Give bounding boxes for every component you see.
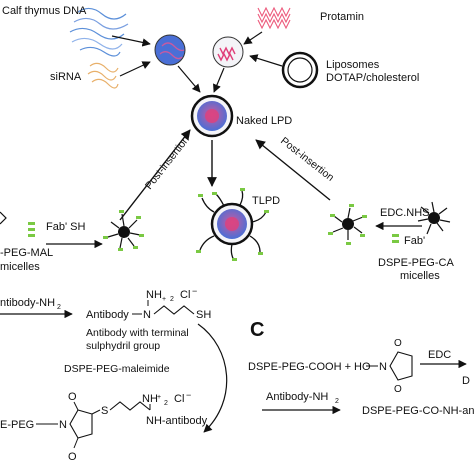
panel-c-reactant: DSPE-PEG-COOH + HO	[248, 361, 371, 373]
tlpd-particle	[196, 188, 269, 261]
tlpd-label: TLPD	[252, 195, 280, 207]
panel-c-final-product: DSPE-PEG-CO-NH-an	[362, 405, 474, 417]
cl-top: Cl	[180, 289, 190, 301]
nh2-bottom-plus: +	[157, 394, 161, 401]
alkyl-chain-top	[153, 305, 195, 315]
peg-mal-label: -PEG-MAL	[0, 247, 53, 259]
alkyl-chain-bottom	[109, 401, 151, 411]
left-micelle	[103, 210, 144, 251]
nhs-o-top: O	[394, 338, 402, 349]
arrow-protamin	[243, 31, 263, 45]
dna-label: Calf thymus DNA	[2, 5, 87, 17]
arrow-dna-to-particle	[111, 35, 151, 47]
panel-c-nh2-sub: 2	[335, 398, 339, 405]
antibody-nh2-top-label: ntibody-NH	[0, 297, 55, 309]
protamin-zigzag-icon	[257, 6, 291, 30]
nh2-top-sub2: 2	[170, 296, 174, 303]
terminal-line1: Antibody with terminal	[86, 327, 189, 339]
post-insertion-left-label: Post-insertion	[143, 134, 192, 192]
cl-top-minus: −	[192, 286, 197, 296]
nhs-o-bottom: O	[394, 384, 402, 395]
dspe-peg-maleimide-label: DSPE-PEG-maleimide	[64, 363, 170, 375]
left-micelle-fragment	[0, 211, 7, 225]
sirna-label: siRNA	[50, 71, 82, 83]
carbonyl-top-bond	[73, 401, 79, 411]
nh2-subscript: 2	[57, 304, 61, 311]
nh-antibody-label: NH-antibody	[146, 415, 208, 427]
nh2-cl-top: NH	[146, 289, 162, 301]
right-micelle-with-fab	[328, 204, 367, 245]
sh-label: SH	[196, 309, 211, 321]
fab-sh-label: Fab' SH	[46, 221, 85, 233]
liposome-icon	[281, 51, 319, 89]
n-label: N	[143, 309, 151, 321]
arrow-liposome	[249, 54, 283, 67]
n-ring-label: N	[59, 419, 67, 431]
bond-ring-s	[91, 409, 101, 415]
post-insertion-right-label: Post-insertion	[278, 135, 336, 184]
o-bottom-label: O	[68, 451, 77, 463]
fab-right-label: Fab'	[404, 235, 425, 247]
left-micelles-label: micelles	[0, 261, 40, 273]
cl-bottom-minus: −	[186, 390, 191, 400]
naked-lpd-particle	[190, 94, 234, 138]
panel-c-antibody-nh2: Antibody-NH	[266, 391, 328, 403]
o-top-label: O	[68, 391, 77, 403]
s-label: S	[101, 405, 108, 417]
liposomes-label: Liposomes	[326, 59, 380, 71]
edc-nhs-label: EDC.NHS	[380, 207, 430, 219]
arrow-sirna-to-particle	[119, 61, 151, 77]
dspe-peg-ca-label: DSPE-PEG-CA	[378, 257, 454, 269]
right-micelle-carboxyl	[417, 201, 451, 235]
panel-c-product-cut: D	[462, 375, 470, 387]
arrow-post-insertion-left	[119, 129, 191, 221]
succinimide-ring	[69, 409, 93, 439]
arrow-post-insertion-right	[255, 139, 331, 201]
sirna-strand-icon	[87, 62, 119, 89]
panel-c-letter: C	[250, 319, 264, 341]
protamin-complex	[212, 36, 244, 68]
e-peg-label: E-PEG	[0, 419, 34, 431]
nhs-ring	[389, 351, 413, 381]
liposomes-composition-label: DOTAP/cholesterol	[326, 72, 419, 84]
protamin-label: Protamin	[320, 11, 364, 23]
arrow-blue-to-lpd	[177, 65, 201, 93]
antibody-label: Antibody	[86, 309, 129, 321]
dna-strand-icon	[69, 7, 129, 57]
nh2-cl-bottom: NH	[142, 393, 158, 405]
dna-sirna-complex	[154, 34, 186, 66]
right-micelles-label: micelles	[400, 270, 440, 282]
naked-lpd-label: Naked LPD	[236, 115, 292, 127]
arrow-pink-to-lpd	[213, 67, 225, 93]
panel-c-edc: EDC	[428, 349, 451, 361]
carbonyl-bottom-bond	[73, 437, 79, 449]
terminal-line2: sulphydril group	[86, 340, 160, 352]
nh2-bottom-sub: 2	[164, 400, 168, 407]
panel-c-n: N	[379, 361, 387, 373]
right-fab-icon	[392, 234, 399, 243]
cl-bottom: Cl	[174, 393, 184, 405]
arrow-curved-maleimide	[197, 323, 228, 433]
nh2-top-subscript: +	[162, 296, 166, 303]
left-fab-icon	[28, 222, 35, 237]
